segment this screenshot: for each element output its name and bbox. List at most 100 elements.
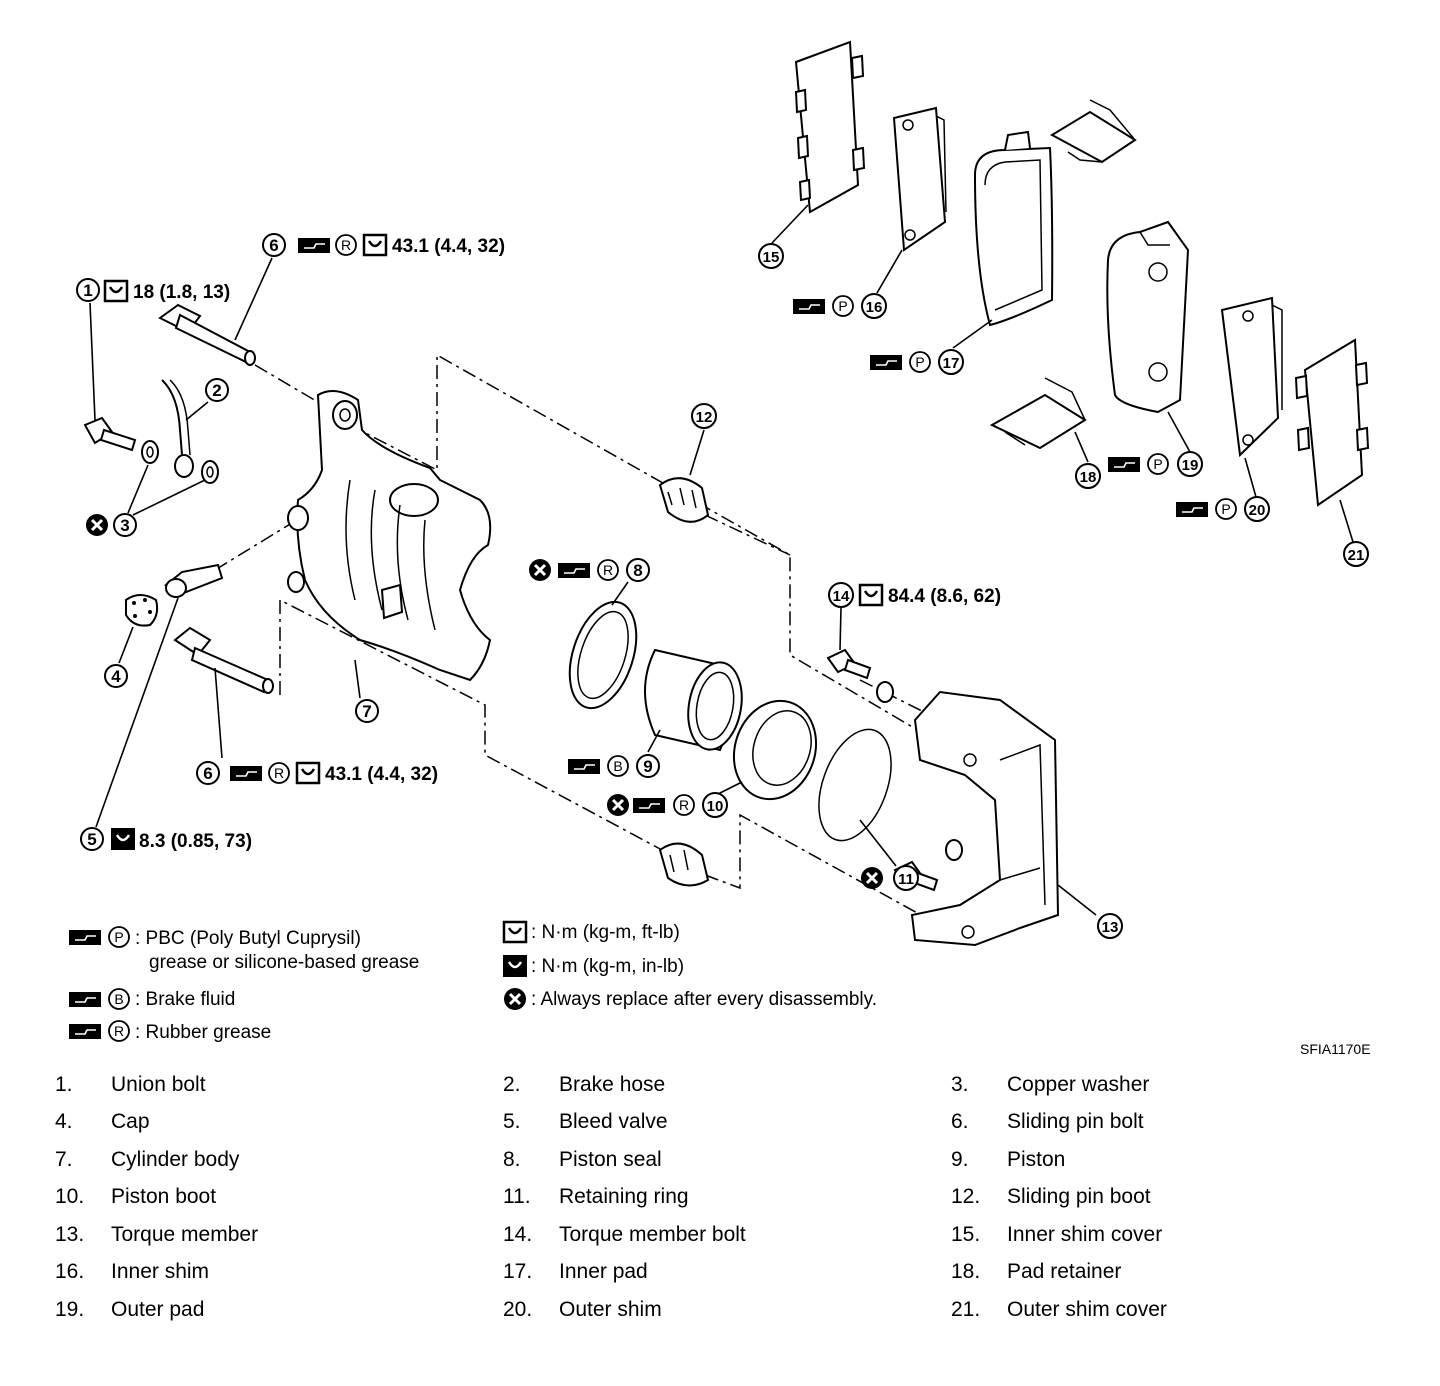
parts-row: 1. Union bolt 2. Brake hose 3. Copper wa… [55, 1066, 1399, 1104]
part-number: 12. [951, 1185, 981, 1209]
piston-seal-drawing [568, 600, 638, 710]
sliding-pin-bolt-lower-drawing [173, 626, 274, 694]
callout-2-number: 2 [212, 381, 221, 400]
svg-text:R: R [341, 237, 351, 253]
callout-14-number: 14 [833, 588, 850, 605]
callout-6-upper-number: 6 [269, 236, 278, 255]
legend-replace: : Always replace after every disassembly… [531, 989, 877, 1010]
outer-pad-drawing [1106, 220, 1190, 414]
part-number: 7. [55, 1147, 73, 1171]
part-name: Retaining ring [559, 1185, 689, 1209]
part-name: Piston boot [111, 1185, 217, 1209]
outer-shim-cover-drawing [1294, 338, 1370, 507]
torque-member-bolt-drawing [826, 648, 963, 892]
legend-rubber-grease: : Rubber grease [135, 1022, 271, 1043]
part-name: Bleed valve [559, 1110, 668, 1134]
part-name: Outer shim cover [1007, 1297, 1167, 1321]
inner-pad-drawing [973, 130, 1054, 327]
bleed-valve-drawing [163, 563, 224, 598]
figure-code: SFIA1170E [1300, 1041, 1371, 1057]
callout-16-number: 16 [866, 299, 883, 316]
legend-torque-ftlb: : N·m (kg-m, ft-lb) [531, 922, 680, 943]
callout-6-lower-number: 6 [203, 764, 212, 783]
callout-16: P 16 [792, 293, 887, 319]
callout-6-upper-spec: 43.1 (4.4, 32) [392, 236, 505, 257]
part-number: 3. [951, 1072, 969, 1096]
piston-boot-drawing [732, 699, 818, 801]
cylinder-body-drawing [287, 390, 492, 682]
inner-shim-cover-drawing [794, 40, 866, 214]
callout-14-spec: 84.4 (8.6, 62) [888, 586, 1001, 607]
part-number: 17. [503, 1260, 533, 1284]
part-name: Torque member [111, 1222, 259, 1246]
parts-row: 10. Piston boot 11. Retaining ring 12. S… [55, 1179, 1399, 1217]
outer-shim-drawing [1220, 296, 1283, 458]
parts-row: 16. Inner shim 17. Inner pad 18. Pad ret… [55, 1254, 1399, 1292]
sliding-pin-bolt-upper-drawing [158, 303, 256, 366]
svg-text:R: R [114, 1023, 124, 1039]
part-number: 1. [55, 1072, 73, 1096]
sliding-pin-boot-upper-drawing [658, 477, 710, 523]
callout-17: P 17 [869, 349, 964, 375]
legend-torque-inlb: : N·m (kg-m, in-lb) [531, 956, 684, 977]
parts-row: 19. Outer pad 20. Outer shim 21. Outer s… [55, 1291, 1399, 1329]
parts-row: 13. Torque member 14. Torque member bolt… [55, 1216, 1399, 1254]
part-name: Union bolt [111, 1072, 206, 1096]
part-name: Inner shim [111, 1260, 210, 1284]
part-number: 2. [503, 1072, 521, 1096]
callout-20-number: 20 [1249, 502, 1266, 519]
leader-lines [89, 204, 1354, 916]
part-name: Torque member bolt [559, 1222, 746, 1246]
part-name: Sliding pin boot [1007, 1185, 1151, 1209]
callout-13: 13 [1097, 913, 1123, 939]
svg-text:P: P [1221, 501, 1230, 517]
parts-list: 1. Union bolt 2. Brake hose 3. Copper wa… [55, 1066, 1399, 1329]
part-number: 15. [951, 1222, 981, 1246]
callout-15-number: 15 [763, 249, 780, 266]
callout-5-spec: 8.3 (0.85, 73) [139, 831, 252, 852]
part-number: 4. [55, 1110, 73, 1134]
callout-11-number: 11 [898, 871, 914, 888]
part-name: Inner pad [559, 1260, 648, 1284]
callout-14: 14 84.4 (8.6, 62) [828, 582, 1001, 608]
callout-2: 2 [205, 378, 229, 402]
callout-3-number: 3 [120, 516, 129, 535]
callout-1-spec: 18 (1.8, 13) [133, 282, 230, 303]
part-name: Pad retainer [1007, 1260, 1122, 1284]
legend-pbc-line1: : PBC (Poly Butyl Cuprysil) [135, 928, 361, 949]
union-bolt-drawing [83, 416, 137, 452]
callout-8-number: 8 [633, 561, 642, 580]
copper-washer-drawing [141, 440, 219, 484]
callout-7: 7 [355, 699, 379, 723]
part-name: Inner shim cover [1007, 1222, 1163, 1246]
part-number: 18. [951, 1260, 981, 1284]
svg-text:P: P [915, 354, 924, 370]
callout-21: 21 [1343, 541, 1369, 567]
inner-shim-drawing [892, 106, 947, 252]
part-name: Cap [111, 1110, 150, 1134]
callout-19-number: 19 [1182, 457, 1199, 474]
legend-brake-fluid: : Brake fluid [135, 989, 235, 1010]
callout-18: 18 [1075, 463, 1101, 489]
brake-hose-drawing [161, 379, 194, 478]
svg-text:P: P [838, 298, 847, 314]
parts-row: 7. Cylinder body 8. Piston seal 9. Pisto… [55, 1141, 1399, 1179]
callout-7-number: 7 [362, 702, 371, 721]
callout-4: 4 [104, 664, 128, 688]
svg-text:R: R [679, 797, 689, 813]
callout-18-number: 18 [1080, 469, 1097, 486]
callout-11: 11 [859, 865, 919, 891]
callout-5-number: 5 [87, 830, 96, 849]
part-number: 11. [503, 1185, 531, 1209]
callout-20: P 20 [1175, 496, 1270, 522]
part-name: Piston [1007, 1147, 1066, 1171]
callout-9: B 9 [567, 754, 660, 778]
callout-12-number: 12 [696, 409, 713, 426]
sliding-pin-boot-lower-drawing [658, 842, 710, 887]
callout-4-number: 4 [111, 667, 121, 686]
callout-5: 5 8.3 (0.85, 73) [80, 827, 252, 852]
callout-6-lower-spec: 43.1 (4.4, 32) [325, 764, 438, 785]
part-number: 20. [503, 1297, 533, 1321]
callout-6-lower: 6 R 43.1 (4.4, 32) [196, 761, 438, 785]
callout-12: 12 [691, 403, 717, 429]
